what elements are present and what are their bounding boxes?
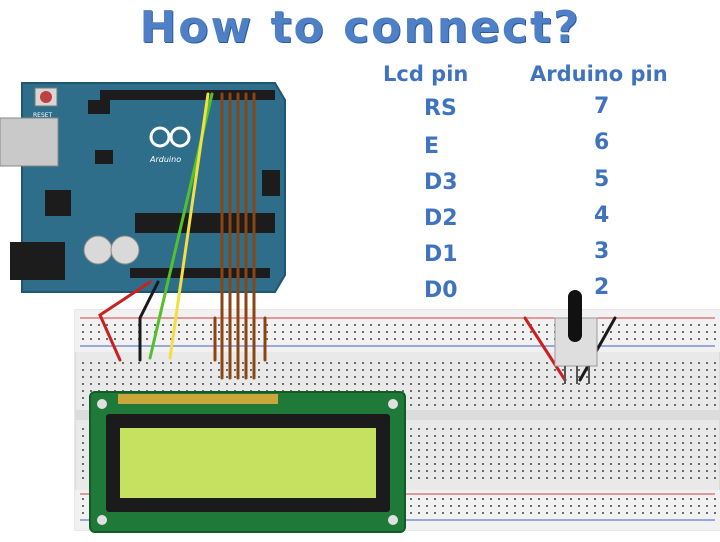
digital-header bbox=[100, 90, 275, 100]
reset-button-icon bbox=[40, 91, 52, 103]
arduino-pin-cell: 6 bbox=[594, 130, 610, 155]
potentiometer bbox=[554, 290, 598, 384]
lcd-module bbox=[89, 391, 406, 533]
reset-label: RESET bbox=[33, 112, 53, 119]
arduino-pin-cell: 5 bbox=[594, 167, 610, 192]
wires bbox=[98, 92, 617, 382]
lcd-pin-cell: D3 bbox=[424, 170, 458, 195]
lcd-pin-cell: D1 bbox=[424, 242, 458, 267]
arduino-pin-cell: 2 bbox=[594, 275, 610, 300]
lcd-pin-cell: D0 bbox=[424, 278, 458, 303]
arduino-pin-header: Arduino pin bbox=[530, 62, 668, 86]
atmega-chip bbox=[135, 213, 275, 233]
lcd-pin-cell: RS bbox=[424, 96, 457, 121]
lcd-pin-header: Lcd pin bbox=[383, 62, 469, 86]
usb-port bbox=[0, 117, 59, 167]
lcd-pin-cell: E bbox=[424, 134, 440, 159]
analog-header bbox=[130, 268, 270, 278]
arduino-board: RESET Arduino bbox=[0, 82, 286, 293]
page-title: How to connect? bbox=[139, 2, 581, 53]
lcd-screen bbox=[120, 428, 376, 498]
arduino-pin-cell: 3 bbox=[594, 239, 610, 264]
arduino-logo-icon bbox=[149, 126, 191, 148]
arduino-pin-cell: 4 bbox=[594, 203, 610, 228]
lcd-pin-cell: D2 bbox=[424, 206, 458, 231]
arduino-pin-cell: 7 bbox=[594, 94, 610, 119]
arduino-brand-label: Arduino bbox=[149, 155, 181, 164]
power-jack bbox=[10, 242, 65, 280]
